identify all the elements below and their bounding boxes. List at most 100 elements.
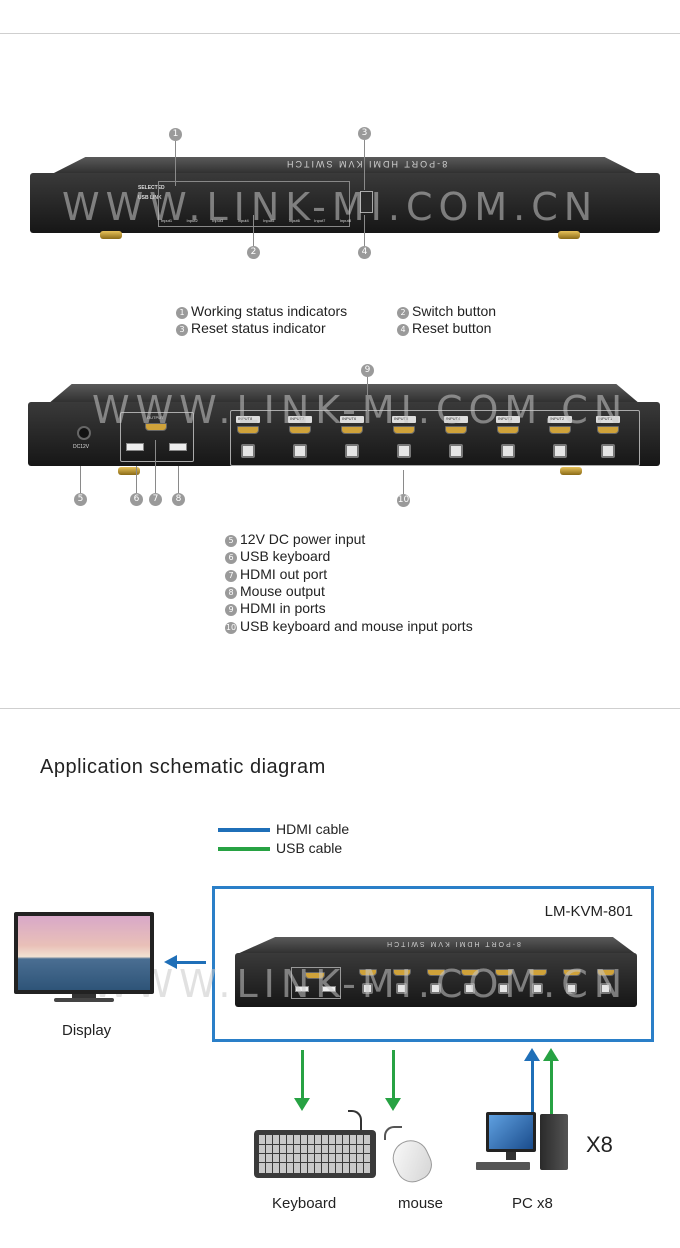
pc-icon xyxy=(476,1112,572,1174)
callout-1: 1 xyxy=(169,128,182,141)
callout-line xyxy=(178,466,179,493)
output-port-group: OUTPUT xyxy=(120,412,194,462)
usb-arrow-mouse-head xyxy=(385,1098,401,1111)
device-top-surface xyxy=(48,384,640,404)
monitor-screen xyxy=(18,916,150,990)
pc-hdmi-arrow-line xyxy=(531,1060,534,1114)
front-input-label: Input3 xyxy=(212,218,224,223)
schematic-output-group xyxy=(291,967,341,999)
mouse-cable xyxy=(384,1126,402,1140)
schematic-device-text: 8-PORT HDMI KVM SWITCH xyxy=(385,940,521,947)
pc-keyboard xyxy=(476,1162,530,1170)
usb-mouse-port xyxy=(169,443,187,451)
callout-6: 6 xyxy=(130,493,143,506)
pc-tower xyxy=(540,1114,568,1170)
reset-button-box xyxy=(360,191,373,213)
output-label: OUTPUT xyxy=(147,415,164,420)
callout-line xyxy=(367,377,368,411)
hdmi-arrow-head xyxy=(164,955,177,969)
callout-3: 3 xyxy=(358,127,371,140)
led-usb-link-label: USB LINK xyxy=(138,195,162,201)
usb-arrow-keyboard-head xyxy=(294,1098,310,1111)
keyboard-keys xyxy=(259,1135,371,1173)
schematic-device-face xyxy=(235,953,637,1007)
callout-line xyxy=(136,466,137,493)
front-input-label: Input8 xyxy=(339,218,351,223)
front-input-label: Input6 xyxy=(288,218,300,223)
callout-2: 2 xyxy=(247,246,260,259)
usb-keyboard-port xyxy=(126,443,144,451)
pc-label: PC x8 xyxy=(512,1195,553,1212)
input-port-group xyxy=(230,410,640,466)
keyboard-label: Keyboard xyxy=(272,1195,337,1212)
callout-9: 9 xyxy=(361,364,374,377)
pc-hdmi-arrow-head xyxy=(524,1048,540,1061)
usb-legend-label: USB cable xyxy=(276,840,343,856)
section-divider xyxy=(0,708,680,709)
model-label: LM-KVM-801 xyxy=(544,903,633,920)
hdmi-legend-label: HDMI cable xyxy=(276,821,350,837)
front-top-text: 8-PORT HDMI KVM SWITCH xyxy=(285,159,448,169)
callout-line xyxy=(253,215,254,246)
schematic-title: Application schematic diagram xyxy=(40,756,326,778)
dc-power-jack xyxy=(77,426,91,440)
hdmi-legend-swatch xyxy=(218,828,270,832)
callout-line xyxy=(403,470,404,494)
callout-line xyxy=(364,140,365,190)
rear-inputs-row: INPUT8 INPUT7 INPUT6 INPUT5 INPUT4 INPUT… xyxy=(236,416,620,466)
power-label: DC12V xyxy=(73,444,90,450)
led-selected-label: SELECTED xyxy=(138,185,165,191)
usb-arrow-mouse-line xyxy=(392,1050,395,1098)
schematic-input-group xyxy=(357,963,629,1001)
pc-screen xyxy=(489,1115,533,1149)
callout-8: 8 xyxy=(172,493,185,506)
callout-line xyxy=(80,466,81,493)
pc-multiplier: X8 xyxy=(586,1132,613,1157)
callout-line xyxy=(364,215,365,246)
callout-line xyxy=(155,440,156,493)
device-foot xyxy=(558,231,580,239)
callout-line xyxy=(175,141,176,186)
front-control-box xyxy=(158,181,350,227)
usb-legend-swatch xyxy=(218,847,270,851)
front-input-label: Input2 xyxy=(186,218,198,223)
hdmi-arrow-line xyxy=(176,961,206,964)
front-panel-image: 8-PORT HDMI KVM SWITCH SELECTED USB LINK… xyxy=(30,145,660,245)
pc-usb-arrow-line xyxy=(550,1060,553,1114)
kvm-frame: LM-KVM-801 8-PORT HDMI KVM SWITCH xyxy=(212,886,654,1042)
front-input-label: Input7 xyxy=(314,218,326,223)
callout-7: 7 xyxy=(149,493,162,506)
front-input-label: Input4 xyxy=(237,218,249,223)
schematic-device-top: 8-PORT HDMI KVM SWITCH xyxy=(235,937,637,955)
front-panel-face: SELECTED USB LINK Input1 Input2 Input3 I… xyxy=(30,173,660,233)
mouse-icon xyxy=(384,1126,438,1188)
monitor-stand xyxy=(72,994,96,999)
display-monitor xyxy=(14,912,154,1002)
monitor-base xyxy=(54,998,114,1002)
device-foot xyxy=(118,467,140,475)
device-top-surface: 8-PORT HDMI KVM SWITCH xyxy=(50,157,640,175)
front-input-label: Input1 xyxy=(161,218,173,223)
keyboard-icon xyxy=(254,1110,376,1178)
usb-arrow-keyboard-line xyxy=(301,1050,304,1098)
mouse-label: mouse xyxy=(398,1195,444,1212)
pc-usb-arrow-head xyxy=(543,1048,559,1061)
mouse-body xyxy=(386,1134,438,1188)
front-input-label: Input5 xyxy=(263,218,275,223)
top-divider xyxy=(0,33,680,34)
device-foot xyxy=(100,231,122,239)
hdmi-out-port xyxy=(145,423,167,431)
callout-5: 5 xyxy=(74,493,87,506)
callout-10: 10 xyxy=(397,494,410,507)
callout-4: 4 xyxy=(358,246,371,259)
